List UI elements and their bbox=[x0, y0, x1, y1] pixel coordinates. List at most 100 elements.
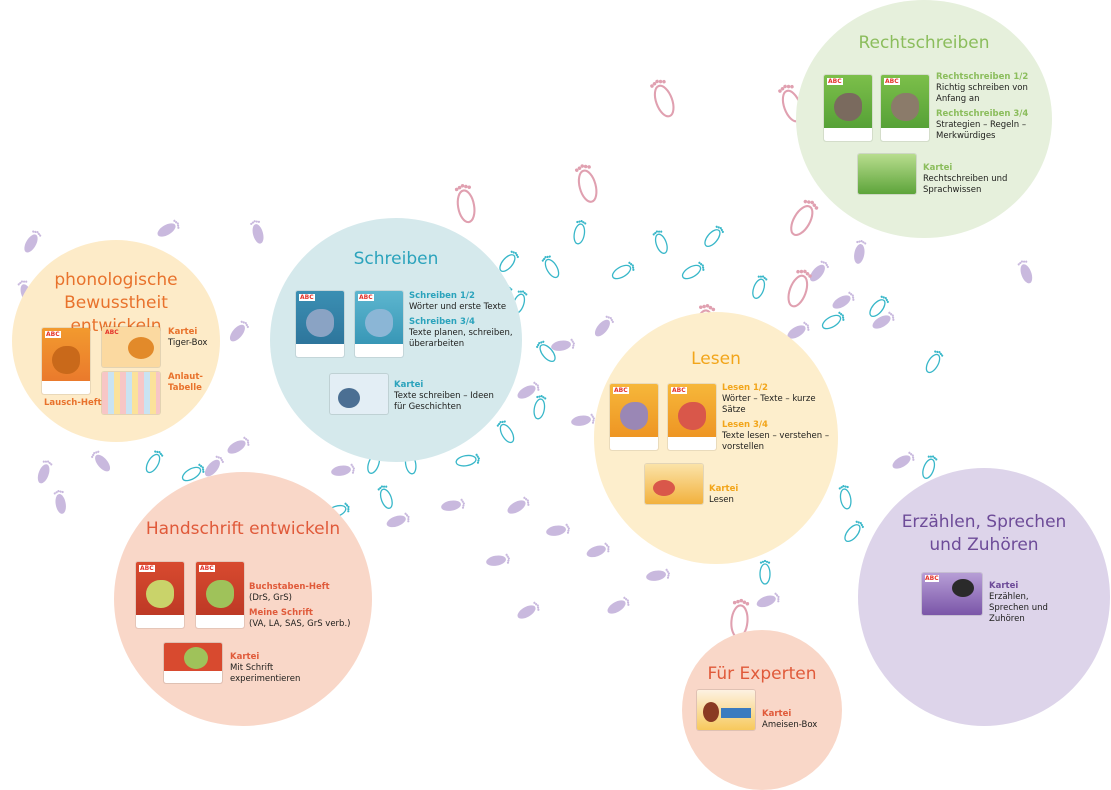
item-label: Meine Schrift bbox=[249, 608, 313, 618]
butterfly-illustration bbox=[184, 647, 208, 669]
footprint bbox=[145, 450, 164, 474]
schreiben-title: Schreiben bbox=[353, 249, 439, 269]
schreiben-34-cover[interactable]: ABC bbox=[355, 291, 403, 357]
cover-band bbox=[196, 615, 244, 628]
cover-band bbox=[136, 615, 184, 628]
footprint bbox=[541, 255, 560, 279]
erzaehlen-circle bbox=[858, 468, 1110, 726]
rechtschreiben-12-cover[interactable]: ABC bbox=[824, 75, 872, 141]
footprint bbox=[496, 420, 515, 444]
butterfly-illustration bbox=[206, 580, 234, 608]
experten-kartei: Kartei Ameisen-Box bbox=[762, 709, 832, 735]
item-label: Rechtschreiben 1/2 bbox=[936, 72, 1029, 82]
footprint bbox=[704, 225, 724, 248]
cover-band bbox=[42, 381, 90, 394]
footprint bbox=[574, 164, 598, 203]
wolf-illustration bbox=[891, 93, 919, 121]
item-label: Kartei bbox=[230, 652, 260, 662]
rechtschreiben-34-cover[interactable]: ABC bbox=[881, 75, 929, 141]
buchstaben-heft-cover[interactable]: ABC bbox=[136, 562, 184, 628]
lesen-34-cover[interactable]: ABC bbox=[668, 384, 716, 450]
footprint bbox=[586, 542, 610, 558]
lesen-kartei: Kartei Lesen bbox=[709, 484, 769, 510]
footprint bbox=[533, 395, 547, 420]
item-label: Buchstaben-Heft bbox=[249, 582, 330, 592]
card-band bbox=[721, 708, 751, 718]
item-desc: Richtig schreiben von Anfang an bbox=[936, 83, 1028, 104]
schreiben-kartei-card[interactable] bbox=[330, 374, 388, 414]
abc-logo: ABC bbox=[827, 78, 843, 85]
footprint bbox=[455, 453, 480, 467]
footprint bbox=[507, 496, 530, 514]
footprint bbox=[832, 291, 855, 309]
handschrift-kartei-card[interactable] bbox=[164, 643, 222, 683]
cat-illustration bbox=[620, 402, 648, 430]
footprint-trail bbox=[17, 79, 1033, 639]
rechtschreiben-kartei: Kartei Rechtschreiben und Sprachwissen bbox=[923, 163, 1023, 200]
lesen-items: Lesen 1/2 Wörter – Texte – kurze Sätze L… bbox=[722, 383, 830, 457]
footprint bbox=[646, 568, 670, 581]
anlaut-tabelle-card[interactable] bbox=[102, 372, 160, 414]
abc-logo: ABC bbox=[199, 565, 215, 572]
abc-logo: ABC bbox=[884, 78, 900, 85]
cover-band bbox=[881, 128, 929, 141]
schreiben-12-cover[interactable]: ABC bbox=[296, 291, 344, 357]
item-desc: (DrS, GrS) bbox=[249, 593, 292, 603]
footprint bbox=[681, 261, 705, 280]
butterfly-illustration bbox=[146, 580, 174, 608]
item-label: Kartei bbox=[709, 484, 739, 494]
footprint bbox=[227, 436, 250, 454]
footprint bbox=[517, 601, 540, 619]
item-desc: Wörter und erste Texte bbox=[409, 302, 507, 312]
lesen-kartei-card[interactable] bbox=[645, 464, 703, 504]
footprint bbox=[892, 451, 915, 469]
footprint bbox=[517, 381, 540, 399]
wolf-illustration bbox=[834, 93, 862, 121]
schreiben-items: Schreiben 1/2 Wörter und erste Texte Sch… bbox=[409, 291, 513, 354]
rechtschreiben-kartei-card[interactable] bbox=[858, 154, 916, 194]
tiger-box-card[interactable]: ABC bbox=[102, 327, 160, 367]
experten-kartei-card[interactable] bbox=[697, 690, 755, 730]
footprint bbox=[925, 350, 944, 374]
footprint bbox=[377, 485, 393, 509]
experten-title: Für Experten bbox=[707, 664, 817, 684]
footprint bbox=[594, 315, 614, 337]
item-label: Kartei bbox=[168, 327, 198, 337]
footprint bbox=[1017, 260, 1033, 284]
footprint bbox=[546, 523, 570, 536]
lesen-12-cover[interactable]: ABC bbox=[610, 384, 658, 450]
abc-logo: ABC bbox=[925, 575, 939, 582]
handschrift-items: Buchstaben-Heft (DrS, GrS) Meine Schrift… bbox=[249, 582, 359, 634]
phonologie-kartei: Kartei Tiger-Box bbox=[168, 327, 207, 353]
lausch-heft-cover[interactable]: ABC bbox=[42, 328, 90, 394]
abc-logo: ABC bbox=[613, 387, 629, 394]
cat-illustration bbox=[338, 388, 360, 408]
footprint bbox=[790, 199, 819, 237]
schreiben-kartei: Kartei Texte schreiben – Ideen für Gesch… bbox=[394, 380, 494, 417]
meine-schrift-cover[interactable]: ABC bbox=[196, 562, 244, 628]
footprint bbox=[53, 490, 66, 514]
item-desc: (VA, LA, SAS, GrS verb.) bbox=[249, 619, 351, 629]
item-desc: Texte planen, schreiben, überarbeiten bbox=[409, 328, 513, 349]
abc-logo: ABC bbox=[105, 329, 119, 336]
item-desc: Mit Schrift experimentieren bbox=[230, 663, 301, 684]
abc-logo: ABC bbox=[45, 331, 61, 338]
abc-logo: ABC bbox=[299, 294, 315, 301]
footprint bbox=[652, 230, 668, 254]
footprint bbox=[607, 596, 630, 614]
footprint bbox=[809, 260, 829, 282]
ant-illustration bbox=[703, 702, 719, 722]
footprint bbox=[441, 498, 465, 511]
footprint bbox=[499, 250, 519, 273]
reader-illustration bbox=[678, 402, 706, 430]
cover-band bbox=[296, 344, 344, 357]
erzaehlen-kartei: Kartei Erzählen, Sprechen und Zuhören bbox=[989, 581, 1069, 629]
item-label: Kartei bbox=[923, 163, 953, 173]
abc-logo: ABC bbox=[358, 294, 374, 301]
footprint bbox=[157, 219, 180, 237]
footprint bbox=[756, 592, 780, 608]
footprint bbox=[91, 450, 111, 472]
erzaehlen-kartei-card[interactable]: ABC bbox=[922, 573, 982, 615]
item-desc: Strategien – Regeln – Merkwürdiges bbox=[936, 120, 1027, 141]
tiger-illustration bbox=[128, 337, 154, 359]
